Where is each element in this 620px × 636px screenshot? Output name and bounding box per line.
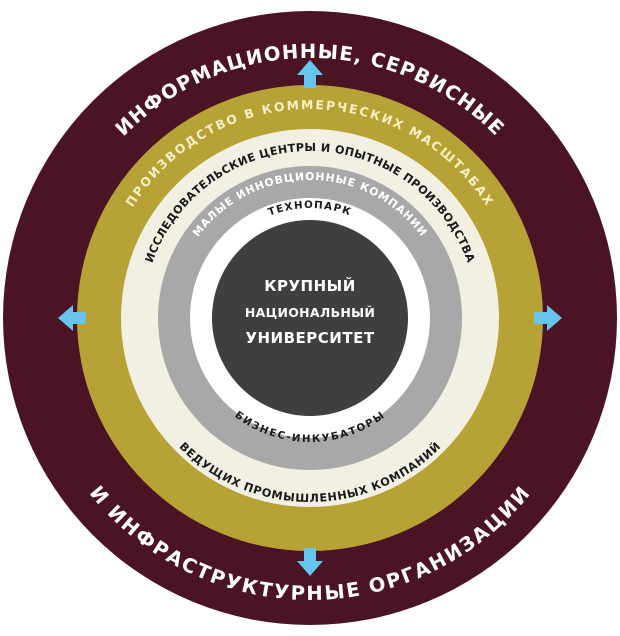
core-label-line2: НАЦИОНАЛЬНЫЙ bbox=[245, 305, 375, 320]
core-label-line3: УНИВЕРСИТЕТ bbox=[245, 329, 374, 347]
core-circle bbox=[212, 220, 408, 416]
arrow-down-icon bbox=[297, 548, 323, 576]
arrow-left-icon bbox=[58, 305, 86, 331]
arrow-up-icon bbox=[297, 60, 323, 88]
arrow-right-icon bbox=[534, 305, 562, 331]
core-label-line1: КРУПНЫЙ bbox=[264, 276, 356, 295]
